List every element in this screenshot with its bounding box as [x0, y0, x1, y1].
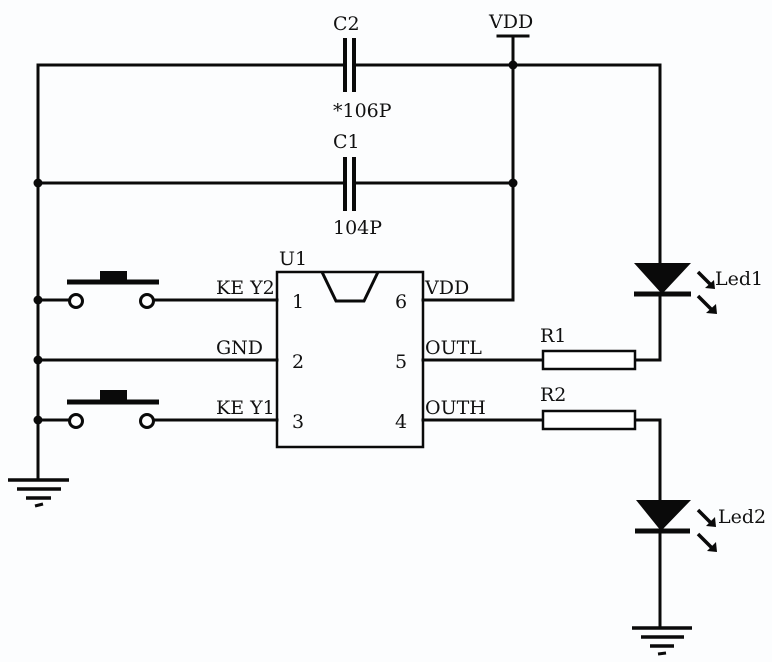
junction-dots: [33, 60, 518, 425]
ic-ref-label: U1: [279, 248, 307, 270]
c1-value-label: 104P: [333, 217, 382, 239]
pin-number-5: 5: [395, 351, 407, 373]
c2-value-label: *106P: [333, 100, 392, 122]
junction-dot: [33, 415, 43, 425]
resistor-r1: R1: [540, 325, 637, 371]
r1-ref-label: R1: [540, 325, 566, 347]
led2-ref-label: Led2: [718, 506, 766, 528]
light-emission-arrows-icon: [696, 270, 717, 314]
resistor-r2: R2: [540, 384, 637, 431]
pushbutton-key2: [67, 271, 159, 309]
pin-name-key1: KE Y1: [216, 397, 275, 419]
vdd-power-symbol: VDD: [488, 11, 533, 38]
junction-dot: [33, 355, 43, 365]
led-led2: Led2: [635, 500, 766, 552]
junction-dot: [33, 295, 43, 305]
pin-number-3: 3: [292, 411, 304, 433]
pin-number-2: 2: [292, 351, 304, 373]
pin-name-vdd: VDD: [424, 277, 469, 299]
pin-name-key2: KE Y2: [216, 277, 275, 299]
pin-number-6: 6: [395, 291, 407, 313]
light-emission-arrows-icon: [696, 508, 717, 552]
junction-dot: [508, 178, 518, 188]
pin-number-1: 1: [292, 291, 304, 313]
led-led1: Led1: [634, 263, 763, 314]
r2-ref-label: R2: [540, 384, 566, 406]
pin-name-gnd: GND: [216, 337, 263, 359]
c2-ref-label: C2: [333, 13, 360, 35]
capacitor-c2: C2 *106P: [333, 13, 392, 122]
ic-u1: U1 1 2 3 6 5 4 KE Y2 GND KE Y1 VDD OUTL …: [216, 248, 486, 449]
pin-name-outh: OUTH: [425, 397, 486, 419]
pin-name-outl: OUTL: [425, 337, 482, 359]
ground-symbol-left: [8, 478, 69, 508]
pin-number-4: 4: [395, 411, 407, 433]
junction-dot: [33, 178, 43, 188]
vdd-label: VDD: [488, 11, 533, 33]
ground-symbol-right: [632, 626, 692, 656]
capacitor-c1: C1 104P: [333, 131, 382, 239]
pushbutton-key1: [67, 390, 159, 429]
junction-dot: [508, 60, 518, 70]
led1-ref-label: Led1: [715, 268, 763, 290]
c1-ref-label: C1: [333, 131, 360, 153]
